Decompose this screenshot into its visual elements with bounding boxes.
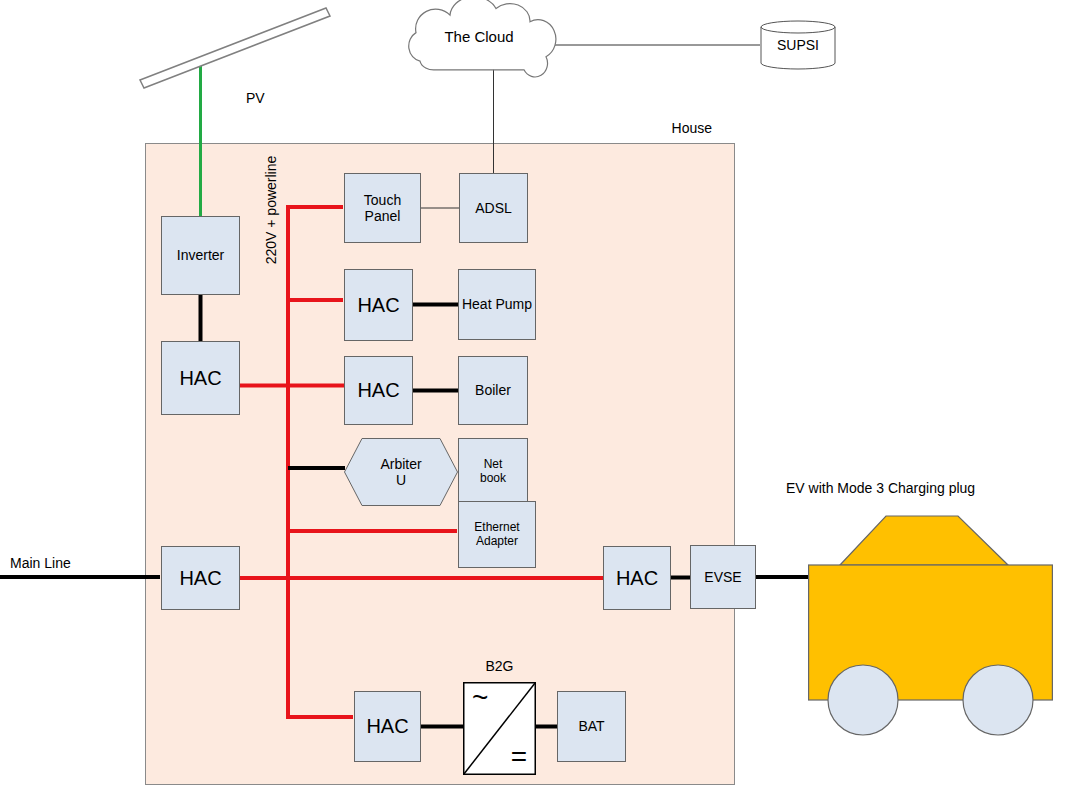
hexagon-shape [345,439,458,506]
pv-panel: PV [140,8,332,88]
wire-connector [413,303,458,307]
hac-box: HAC [354,691,421,762]
electric-vehicle: EV with Mode 3 Charging plug [808,510,1053,740]
main-line-wire [0,575,160,579]
component-box: EVSE [690,545,756,609]
component-box: Net book [458,438,528,505]
database-cylinder: SUPSI [760,20,836,70]
wire-connector [421,725,463,729]
converter-box: B2G~= [463,682,536,775]
component-box: BAT [557,691,626,762]
wire-connector [421,208,459,209]
node-label: BAT [578,718,604,734]
converter-symbol: ~ [472,682,488,714]
node-label: Inverter [177,247,224,263]
wire-connector [199,295,203,341]
component-box: Heat Pump [458,269,536,340]
converter-diagonal [464,683,536,775]
hac-box: HAC [603,546,671,610]
bus-stub [288,466,345,470]
bus-stub [288,298,343,302]
wire-connector [756,575,808,579]
node-label: Touch Panel [345,192,420,224]
wire-connector [240,576,603,580]
car-wheel [828,665,898,735]
cloud-node: The Cloud [400,2,558,72]
node-label: HAC [179,367,221,390]
node-label: Ethernet Adapter [459,521,535,549]
cloud-shape [409,0,556,77]
hac-box: HAC [344,356,413,425]
node-label: HAC [357,379,399,402]
component-box: ADSL [459,173,528,243]
bus-label: 220V + powerline [263,156,279,265]
car-outline [808,510,1053,740]
component-box: Boiler [458,356,528,425]
cylinder-body [761,21,835,69]
node-label: Net book [474,458,512,486]
component-box: Touch Panel [344,173,421,243]
node-label: EVSE [704,569,741,585]
node-label: SUPSI [777,37,819,53]
converter-symbol: = [511,741,527,773]
node-heading: B2G [485,658,513,674]
hac-box: HAC [161,546,240,610]
wire-connector [413,389,458,393]
wire-connector [536,725,557,729]
component-box: Ethernet Adapter [458,501,536,568]
wire-connector [493,69,494,173]
hac-box: HAC [344,269,413,341]
wire-connector [671,576,690,580]
node-heading: PV [246,90,265,106]
line-label: Main Line [10,555,71,571]
node-label: HAC [616,567,658,590]
power-bus [286,205,290,719]
node-label: Boiler [475,382,511,398]
node-label: ADSL [475,200,512,216]
converter-frame [464,683,536,775]
node-label: HAC [366,715,408,738]
node-label: HAC [357,294,399,317]
cylinder-rim [761,27,835,33]
hac-box: HAC [161,341,240,415]
bus-stub [288,529,457,533]
node-label: The Cloud [444,28,513,45]
component-box: Inverter [161,216,240,295]
wire-connector [240,384,344,388]
node-label: HAC [179,567,221,590]
bus-stub [288,205,343,209]
solar-panel [140,8,330,88]
house-outline: HouseInverterTouch PanelADSLHACHeat Pump… [145,143,735,785]
arbiter-hexagon: Arbiter U [344,438,458,506]
car-wheel [963,665,1033,735]
car-roof [840,516,1008,565]
node-label: Arbiter U [375,456,427,488]
node-heading: EV with Mode 3 Charging plug [786,480,975,496]
bus-stub [288,715,353,719]
wire-connector [550,45,760,46]
panel-outline [140,8,332,88]
wire-connector [199,64,202,216]
node-heading: House [672,120,712,136]
node-label: Heat Pump [462,296,532,312]
